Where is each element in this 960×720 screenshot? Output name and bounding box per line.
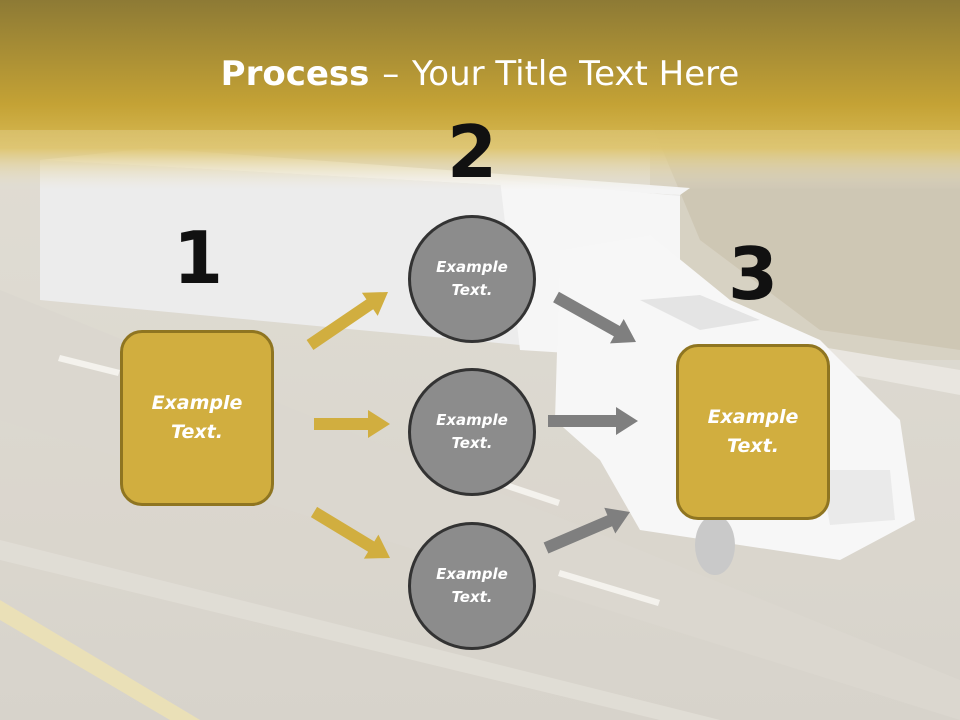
- circle-middle-line1: Example: [436, 411, 508, 429]
- step-box-1-line2: Text.: [171, 421, 223, 443]
- circle-bottom-line1: Example: [436, 565, 508, 583]
- circle-bottom: Example Text.: [408, 522, 536, 650]
- arrow-circle-middle-to-box3: [548, 407, 638, 435]
- step-box-3: Example Text.: [676, 344, 830, 520]
- arrow-box1-to-circle-middle: [314, 410, 390, 438]
- step-box-1: Example Text.: [120, 330, 274, 506]
- step-number-2: 2: [446, 110, 498, 194]
- arrow-box1-to-circle-top: [306, 292, 388, 350]
- circle-bottom-line2: Text.: [451, 588, 493, 606]
- circle-top: Example Text.: [408, 215, 536, 343]
- arrow-box1-to-circle-bottom: [310, 506, 390, 559]
- title-bold-text: Process: [220, 54, 370, 94]
- step-number-3: 3: [727, 232, 779, 316]
- step-box-1-line1: Example: [151, 392, 243, 414]
- arrow-circle-top-to-box3: [553, 291, 636, 344]
- step-box-3-line1: Example: [707, 406, 799, 428]
- circle-top-line2: Text.: [451, 281, 493, 299]
- arrow-circle-bottom-to-box3: [543, 507, 630, 554]
- circle-top-line1: Example: [436, 258, 508, 276]
- title-separator: –: [382, 54, 400, 94]
- circle-middle: Example Text.: [408, 368, 536, 496]
- slide-title: Process – Your Title Text Here: [0, 52, 960, 96]
- title-rest-text: Your Title Text Here: [412, 54, 740, 94]
- step-box-3-line2: Text.: [727, 435, 779, 457]
- step-number-1: 1: [172, 216, 224, 300]
- circle-middle-line2: Text.: [451, 434, 493, 452]
